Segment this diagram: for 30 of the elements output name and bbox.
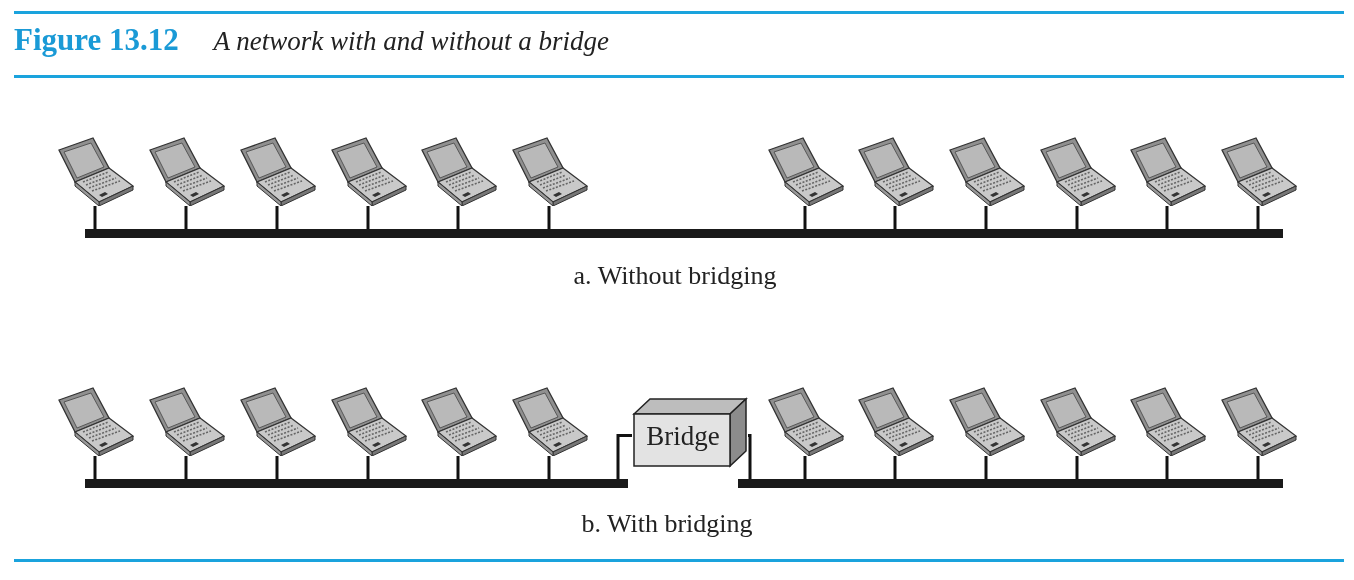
connector-line xyxy=(275,456,279,479)
caption-text: b. With bridging xyxy=(581,509,753,539)
connector-line xyxy=(456,456,460,479)
connector-line xyxy=(184,456,188,479)
connector-line xyxy=(747,434,752,479)
connector-line xyxy=(184,206,188,229)
connector-line xyxy=(366,456,370,479)
connector-line xyxy=(1256,206,1260,229)
connector-line xyxy=(1075,206,1079,229)
bridge-label: Bridge xyxy=(645,421,721,452)
connector-line xyxy=(803,456,807,479)
connector-line xyxy=(893,206,897,229)
connector-line xyxy=(616,434,632,479)
connector-line xyxy=(984,456,988,479)
caption-text: a. Without bridging xyxy=(573,261,777,291)
connector-line xyxy=(984,206,988,229)
connector-line xyxy=(93,206,97,229)
connector-line xyxy=(366,206,370,229)
connector-line xyxy=(1165,456,1169,479)
connector-line xyxy=(893,456,897,479)
connector-line xyxy=(275,206,279,229)
connector-line xyxy=(1165,206,1169,229)
figure-title: Figure 13.12 A network with and without a bridge xyxy=(14,22,609,58)
connector-line xyxy=(93,456,97,479)
connector-line xyxy=(803,206,807,229)
connector-line xyxy=(1075,456,1079,479)
connector-line xyxy=(456,206,460,229)
connector-line xyxy=(547,206,551,229)
connector-line xyxy=(547,456,551,479)
connector-line xyxy=(1256,456,1260,479)
